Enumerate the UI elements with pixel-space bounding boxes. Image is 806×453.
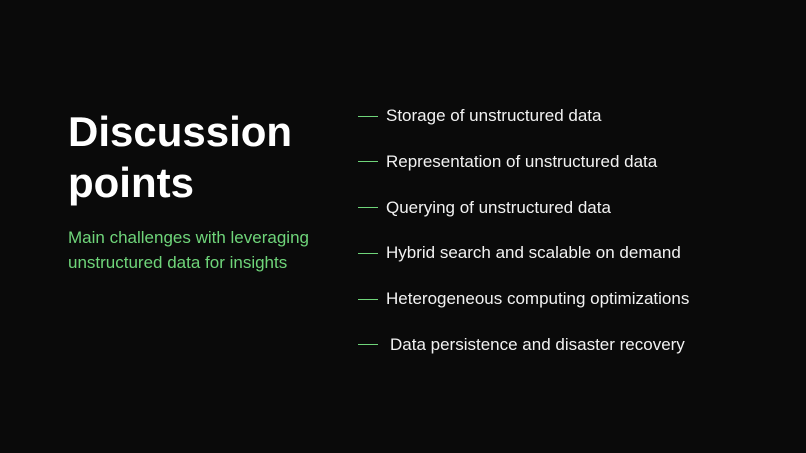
title-line-2: points — [68, 159, 194, 206]
list-item: Representation of unstructured data — [358, 149, 689, 175]
list-item: Storage of unstructured data — [358, 103, 689, 129]
list-item: Hybrid search and scalable on demand — [358, 240, 689, 266]
point-text: Hybrid search and scalable on demand — [386, 243, 681, 263]
list-item: Heterogeneous computing optimizations — [358, 286, 689, 312]
subtitle-line-1: Main challenges with leveraging — [68, 228, 309, 247]
dash-bullet-icon — [358, 252, 378, 254]
dash-bullet-icon — [358, 344, 378, 346]
dash-bullet-icon — [358, 298, 378, 300]
point-text: Data persistence and disaster recovery — [390, 334, 685, 354]
subtitle-line-2: unstructured data for insights — [68, 253, 288, 272]
point-text: Querying of unstructured data — [386, 197, 611, 217]
slide-title: Discussion points — [68, 106, 328, 208]
dash-bullet-icon — [358, 207, 378, 209]
list-item: Querying of unstructured data — [358, 195, 689, 221]
slide-subtitle: Main challenges with leveraging unstruct… — [68, 225, 348, 275]
dash-bullet-icon — [358, 161, 378, 163]
point-text: Heterogeneous computing optimizations — [386, 289, 690, 309]
title-line-1: Discussion — [68, 108, 293, 155]
list-item: Data persistence and disaster recovery — [358, 332, 689, 358]
discussion-points-list: Storage of unstructured data Representat… — [358, 103, 689, 378]
point-text: Representation of unstructured data — [386, 151, 658, 171]
point-text: Storage of unstructured data — [386, 106, 602, 125]
dash-bullet-icon — [358, 115, 378, 117]
